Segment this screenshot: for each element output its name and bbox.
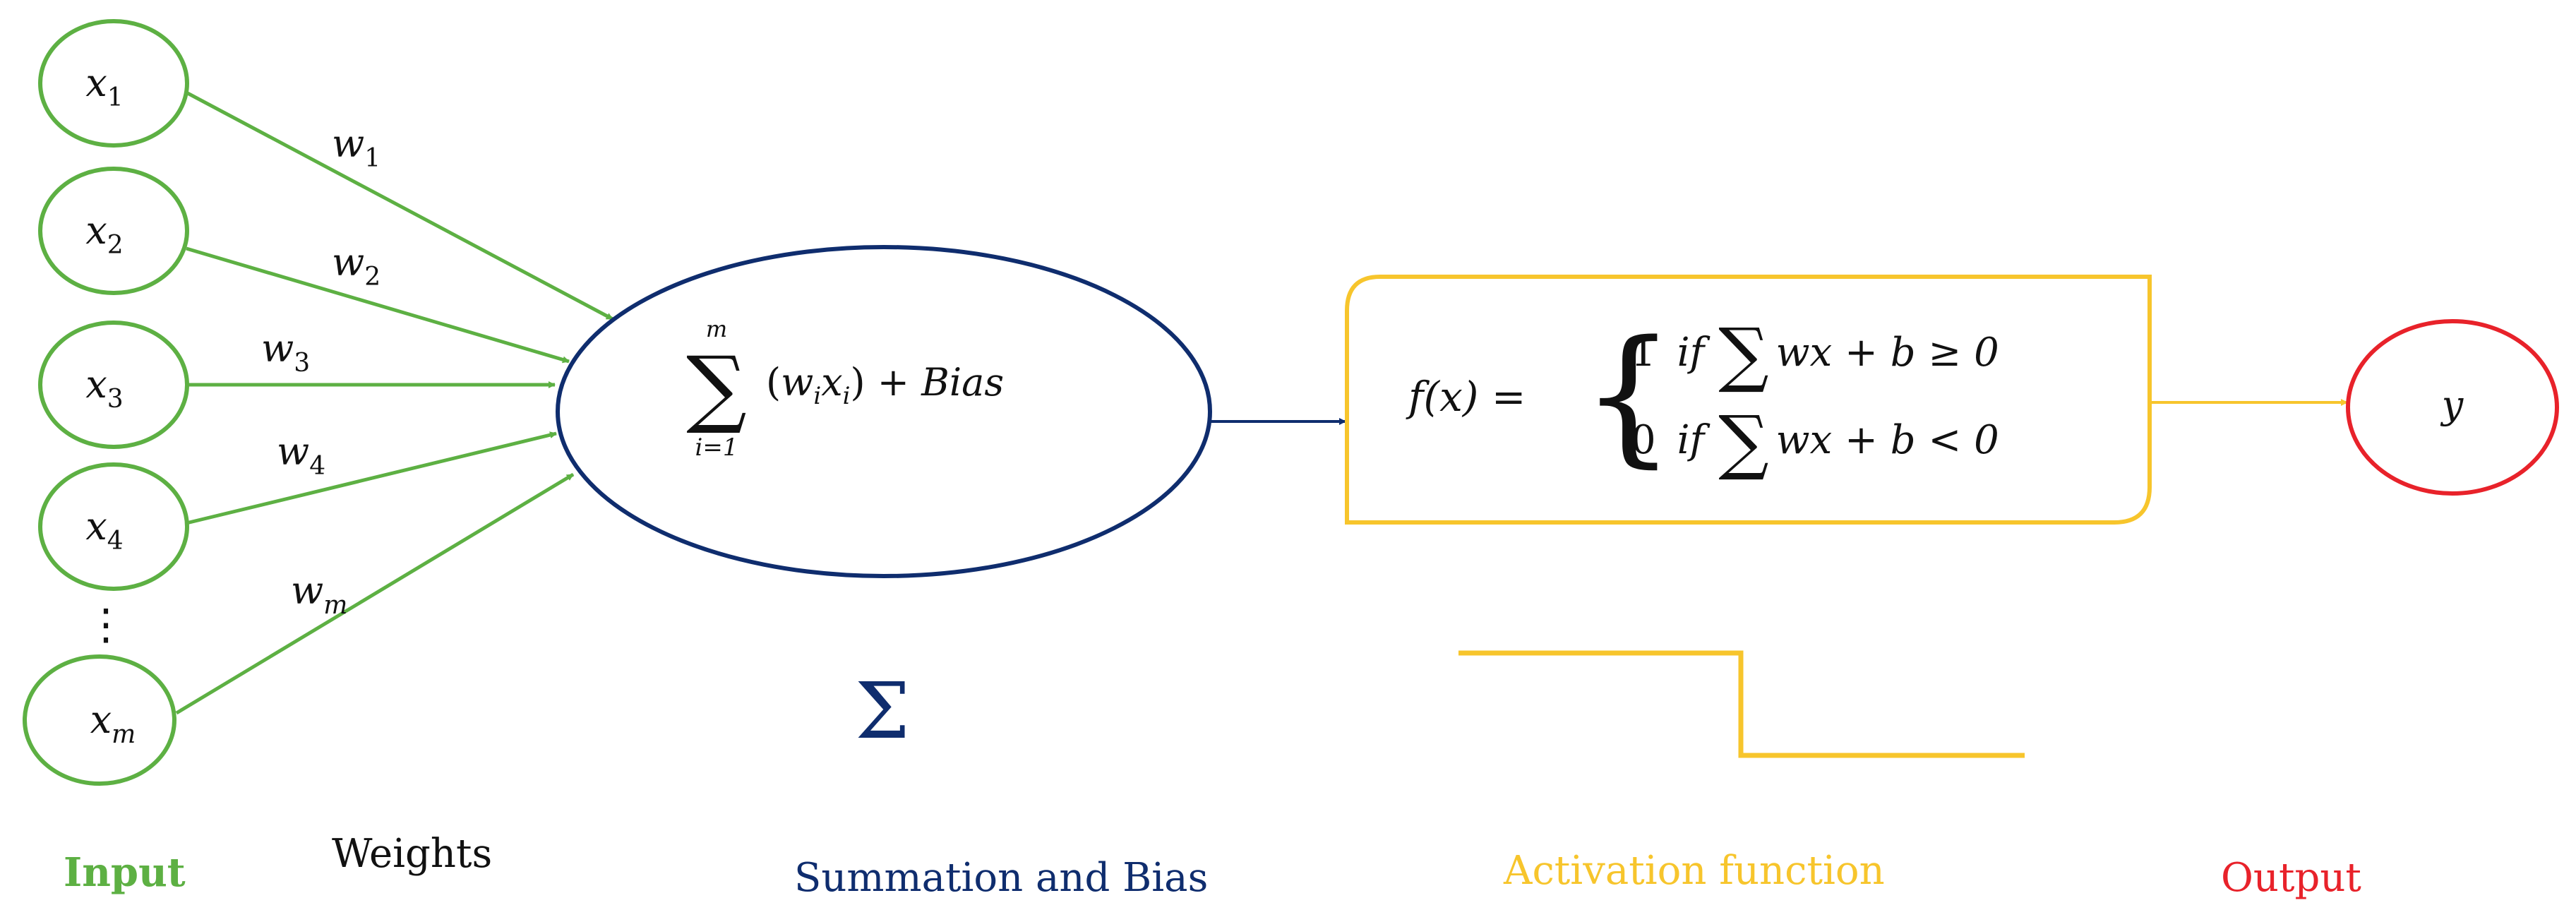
caption-input: Input [64,849,186,896]
input-node-2: x2 [38,167,189,295]
input-3-sub: 3 [107,385,124,414]
summation-upper: m [706,316,727,342]
activation-lhs: f(x) = [1406,373,1526,421]
input-2-sub: 2 [107,231,124,260]
input-1-sub: 1 [107,83,124,112]
step-function-graphic [1458,650,2025,758]
input-2-base: x [85,208,107,253]
weight-label-3: w3 [261,326,310,378]
edge-w4 [186,431,557,525]
input-node-3: x3 [38,321,189,449]
input-node-4: x4 [38,462,189,591]
input-3-base: x [85,362,107,407]
input-m-base: x [90,698,112,742]
weight-label-4: w4 [277,429,325,481]
weight-label-m: wm [291,568,347,620]
svg-text:x1: x1 [85,61,123,112]
weight-label-2: w2 [332,240,381,292]
input-ellipsis: ⋮ [85,600,127,649]
edge-w1 [184,90,614,321]
input-m-sub: m [112,720,136,749]
output-label: y [2440,383,2464,427]
input-node-m: xm [23,654,176,786]
input-4-sub: 4 [107,527,124,556]
caption-weights: Weights [332,831,492,877]
weight-label-1: w1 [332,121,381,173]
edge-wm [175,472,575,715]
caption-activation: Activation function [1503,848,1885,894]
input-1-base: x [85,61,107,105]
input-node-1: x1 [38,19,189,148]
svg-text:x3: x3 [85,362,123,414]
summation-term: (wixi) + Bias [766,360,1004,410]
caption-summation: Summation and Bias [794,855,1208,901]
svg-text:x2: x2 [85,208,123,260]
input-4-base: x [85,504,107,549]
summation-symbol: Σ [855,666,910,756]
summation-lower: i=1 [695,433,738,462]
edge-w2 [186,246,570,364]
summation-node: m ∑ i=1 (wixi) + Bias [556,245,1212,578]
svg-text:x4: x4 [85,504,123,556]
summation-sigma: ∑ [686,339,747,437]
activation-brace: { [1581,309,1676,481]
output-node: y [2346,319,2559,496]
svg-text:xm: xm [90,698,136,749]
caption-output: Output [2221,855,2361,901]
